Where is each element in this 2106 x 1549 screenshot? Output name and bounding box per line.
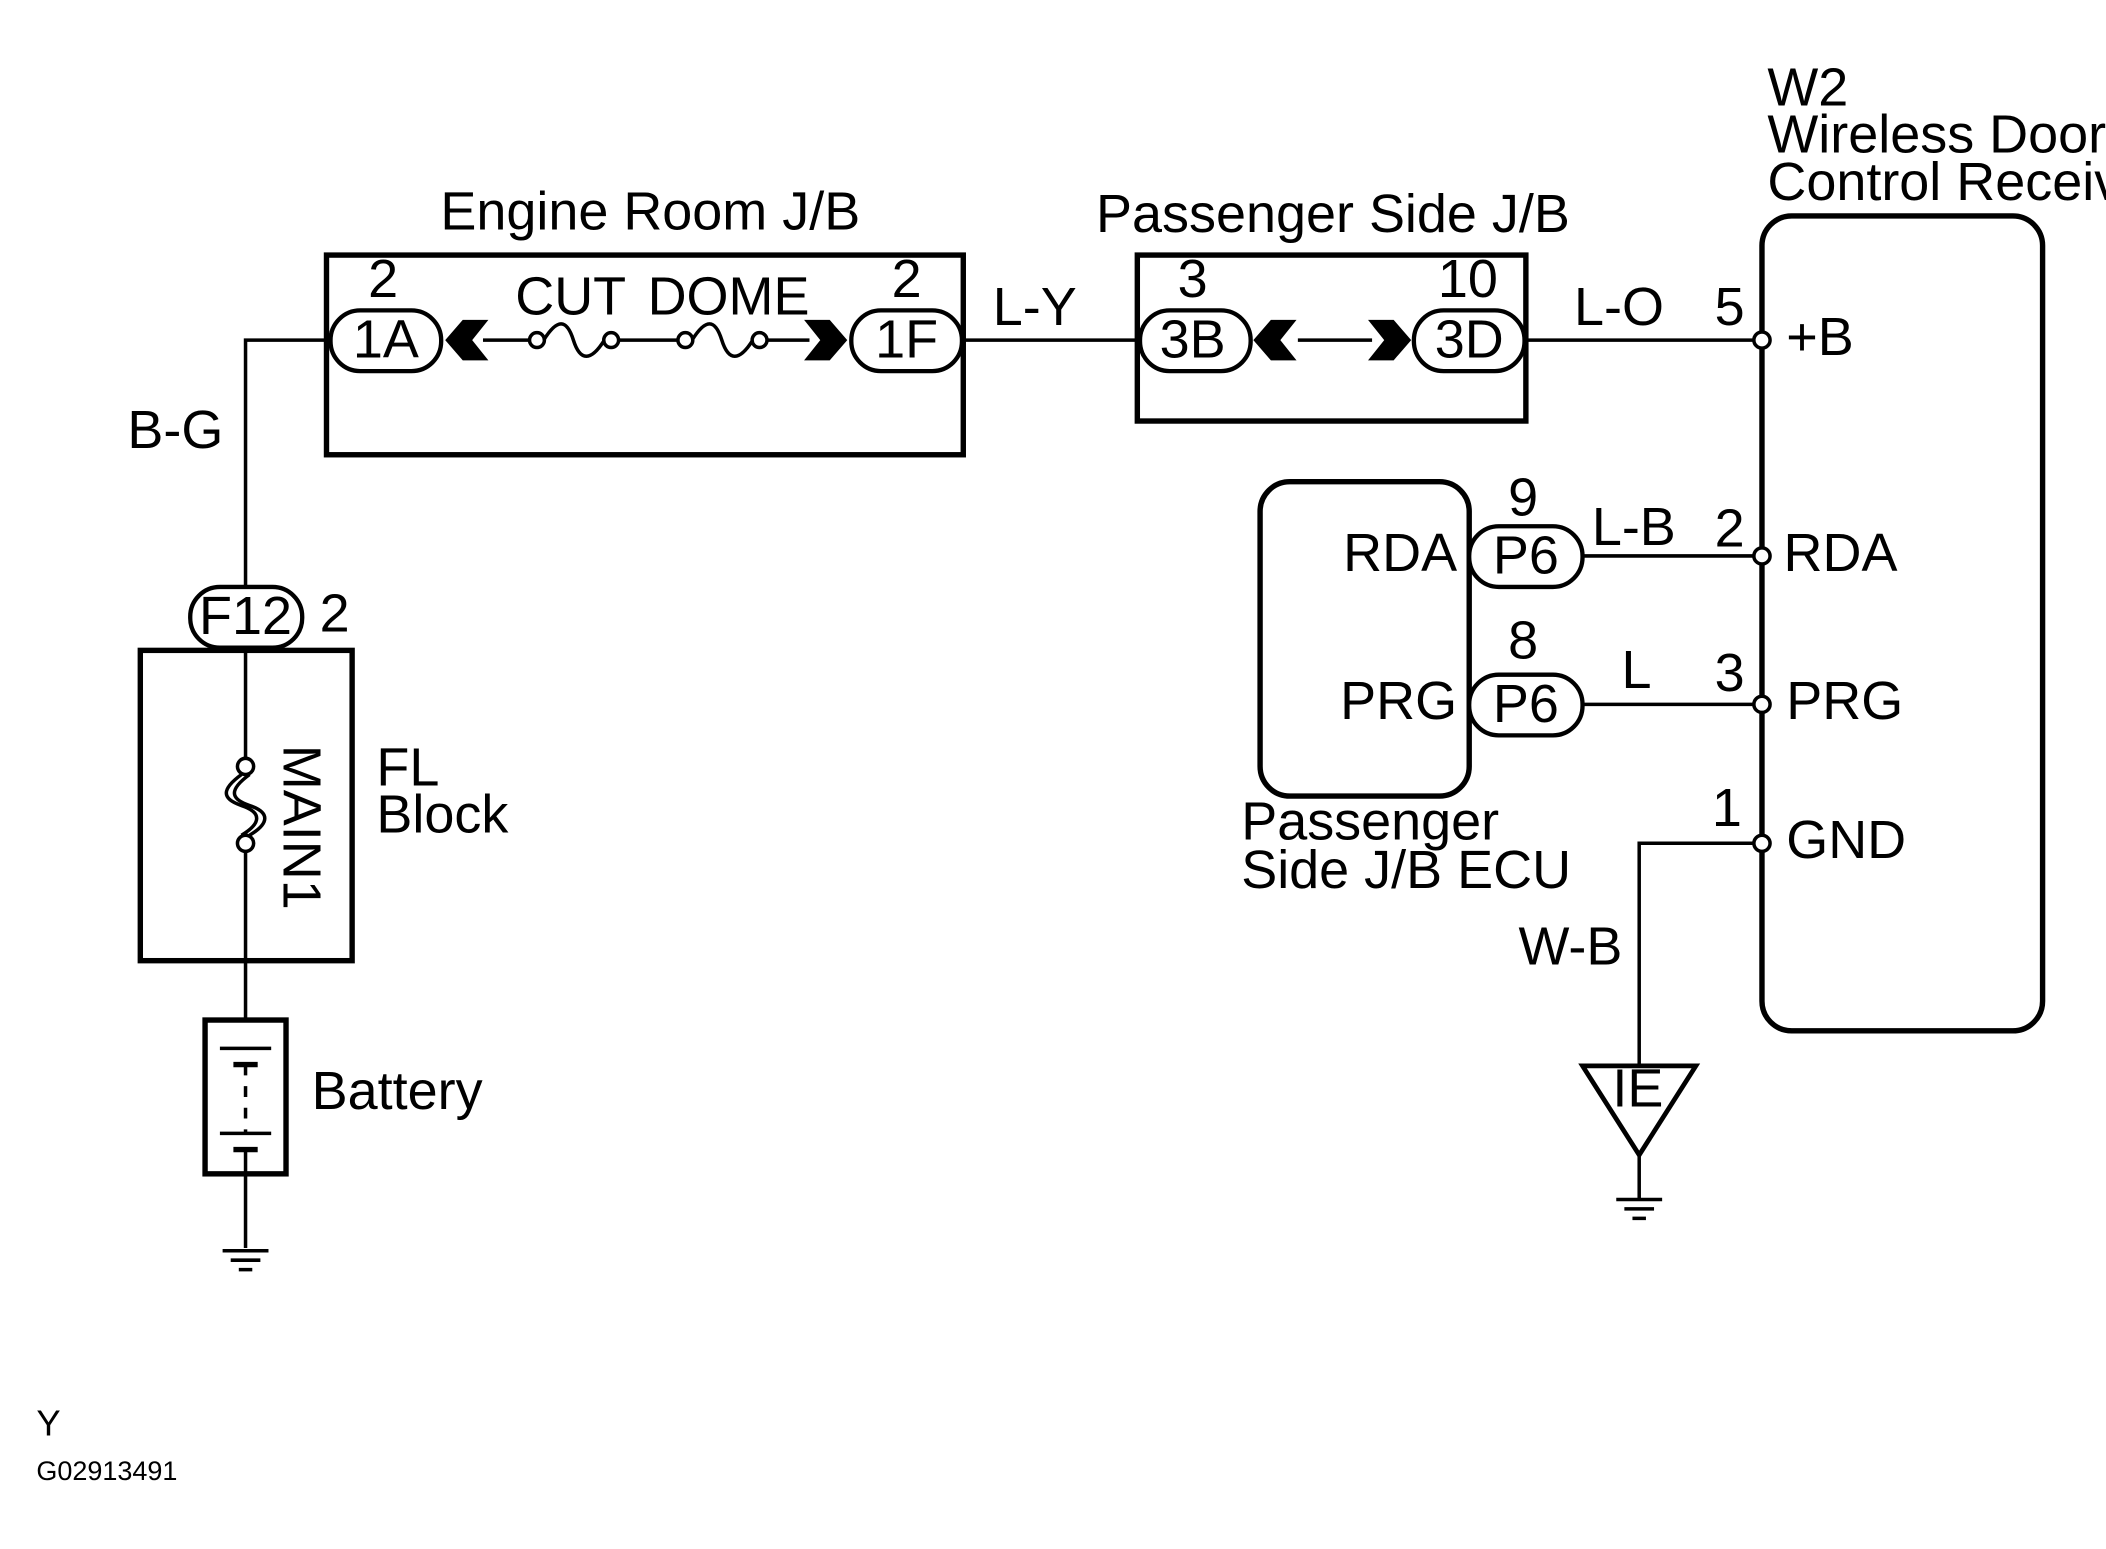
ie-ground-symbol-icon [1616,1197,1663,1221]
ecu-name-line2: Side J/B ECU [1241,840,1571,900]
terminal-gnd-icon [1752,833,1772,854]
fusible-link-main1-icon [224,756,267,854]
connector-p6-rda-pin: 9 [1508,467,1538,527]
engine-room-jb-title: Engine Room J/B [440,181,860,241]
connector-3d-label: 3D [1435,310,1504,370]
arrow-1a-icon [445,319,489,361]
connector-3d-pin: 10 [1438,249,1498,309]
terminal-rda-pin: 2 [1715,498,1745,558]
connector-p6-prg-pin: 8 [1508,610,1538,670]
passenger-side-jb-title: Passenger Side J/B [1096,184,1570,244]
connector-3b[interactable] [1137,308,1253,374]
ground-point-ie-label: IE [1612,1058,1663,1118]
wire-label-lb: L-B [1592,497,1676,557]
terminal-b-label: +B [1786,307,1854,367]
ecu-rda-label: RDA [1343,523,1457,583]
terminal-b-pin: 5 [1715,277,1745,337]
connector-1f-pin: 2 [892,249,922,309]
engine-room-jb: Engine Room J/B 1A 2 CUT DOME 1F 2 [323,181,966,458]
ground-point-ie: IE [1578,1058,1701,1221]
terminal-b-icon [1752,330,1772,350]
connector-3b-label: 3B [1160,310,1226,370]
wire-label-bg: B-G [127,400,223,460]
terminal-prg-pin: 3 [1715,643,1745,703]
terminal-prg-label: PRG [1786,671,1903,731]
receiver-name-line1: Wireless Door [1767,105,2106,165]
arrow-3d-icon [1368,319,1412,361]
terminal-rda-label: RDA [1784,523,1898,583]
connector-p6-rda-label: P6 [1493,525,1559,585]
connector-3d[interactable] [1411,308,1527,374]
connector-1a-pin: 2 [368,249,398,309]
battery-label: Battery [312,1061,483,1121]
connector-f12[interactable] [188,584,305,650]
fl-block-name-line1: FL [376,737,439,797]
connector-1a-label: 1A [353,310,419,370]
terminal-gnd-label: GND [1786,810,1906,870]
receiver-name-line2: Control Receiver [1767,152,2106,212]
connector-f12-label: F12 [199,586,292,646]
connector-p6-rda[interactable] [1467,524,1585,590]
wire-bg [243,338,331,621]
battery-icon [219,1046,272,1174]
terminal-gnd-pin: 1 [1712,778,1742,838]
ecu-prg-label: PRG [1340,671,1457,731]
fuse-cut-label: CUT [515,266,626,326]
receiver-box [1759,213,2046,1034]
fuse-dome-label: DOME [648,266,810,326]
battery: Battery [202,1017,483,1177]
arrow-1f-icon [804,319,848,361]
receiver-code: W2 [1767,57,1848,117]
fusible-link-main1-label: MAIN1 [271,745,331,910]
wires [243,338,1754,1249]
connector-p6-prg[interactable] [1467,672,1585,738]
battery-ground-icon [222,1248,269,1272]
connector-f12-pin: 2 [320,583,350,643]
terminal-rda-icon [1752,546,1772,566]
passenger-side-jb-ecu: RDA PRG Passenger Side J/B ECU P6 9 P6 8 [1241,467,1585,900]
fl-block: FL Block F12 2 MAIN1 [137,583,509,964]
connector-1a[interactable] [328,308,444,374]
terminal-prg-icon [1752,694,1772,715]
ecu-name-line1: Passenger [1241,791,1499,851]
wire-label-lo: L-O [1574,277,1664,337]
engine-room-jb-box [323,252,966,458]
connector-3b-pin: 3 [1178,249,1208,309]
wire-label-wb: W-B [1518,917,1622,977]
connector-1f[interactable] [849,308,965,374]
fuse-cut-icon [527,322,621,358]
fuse-dome-icon [676,322,769,358]
connector-1f-label: 1F [875,310,938,370]
ecu-box [1257,479,1472,799]
wire-label-l: L [1621,640,1651,700]
connector-p6-prg-label: P6 [1493,674,1559,734]
wireless-door-control-receiver: W2 Wireless Door Control Receiver 5 +B 2… [1712,57,2106,1034]
fl-block-name-line2: Block [376,785,509,845]
passenger-side-jb: Passenger Side J/B 3B 3 3D 10 [1096,184,1570,424]
wire-label-ly: L-Y [993,277,1077,337]
wire-wb [1637,841,1754,1066]
fl-block-box [137,647,355,964]
footer-figure-id: G02913491 [36,1456,177,1486]
ground-point-ie-icon [1578,1063,1701,1160]
arrow-3b-icon [1253,319,1297,361]
footer-code: Y [36,1403,60,1444]
